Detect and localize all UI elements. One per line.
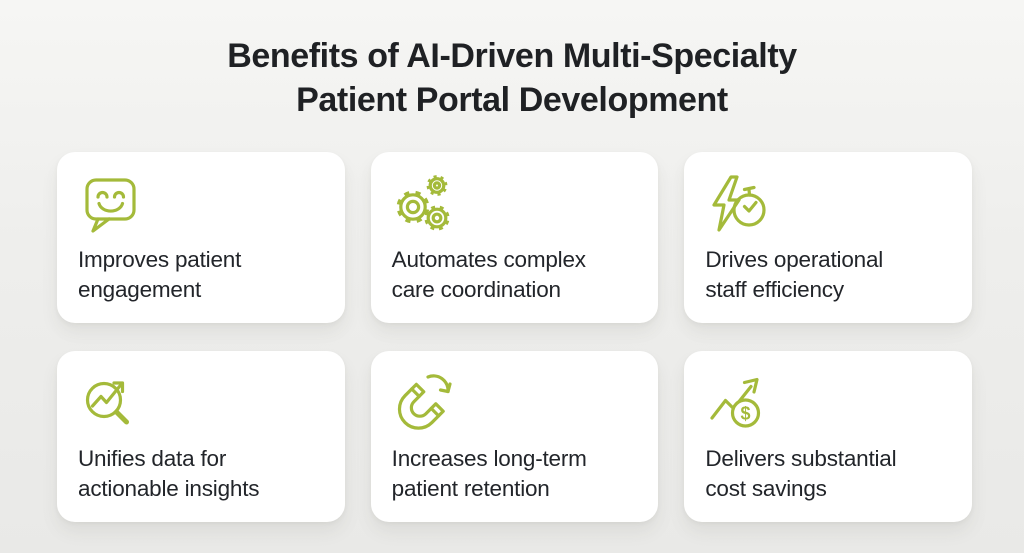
magnet-retention-icon — [397, 374, 452, 431]
bolt-stopwatch-icon — [712, 175, 766, 232]
growth-dollar-icon: $ — [710, 378, 761, 428]
benefit-label: Automates complex care coordination — [391, 247, 586, 303]
benefit-card-retention: Increases long-term patient retention — [370, 351, 659, 523]
benefit-label: Drives operational staff efficiency — [705, 247, 884, 303]
benefits-grid: Improves patient engagement Automates co… — [57, 152, 972, 523]
benefit-label: Improves patient engagement — [78, 247, 242, 303]
benefit-label: Unifies data for actionable insights — [78, 446, 260, 502]
chat-smiley-icon — [85, 178, 136, 233]
benefit-card-engagement: Improves patient engagement — [57, 152, 345, 324]
page-title-line1: Benefits of AI-Driven Multi-Specialty — [227, 37, 797, 75]
benefit-card-coordination: Automates complex care coordination — [370, 152, 659, 324]
benefit-card-efficiency: Drives operational staff efficiency — [684, 152, 972, 324]
benefit-label: Increases long-term patient retention — [391, 446, 587, 502]
gears-icon — [396, 175, 450, 231]
magnifier-trend-icon — [85, 381, 129, 425]
svg-text:$: $ — [741, 404, 751, 424]
page-title-line2: Patient Portal Development — [296, 81, 728, 120]
benefit-card-savings: $ Delivers substantial cost savings — [684, 351, 972, 523]
page-title: Benefits of AI-Driven Multi-Specialty Pa… — [0, 0, 1024, 122]
benefit-card-insights: Unifies data for actionable insights — [57, 351, 345, 523]
benefit-label: Delivers substantial cost savings — [705, 446, 897, 502]
